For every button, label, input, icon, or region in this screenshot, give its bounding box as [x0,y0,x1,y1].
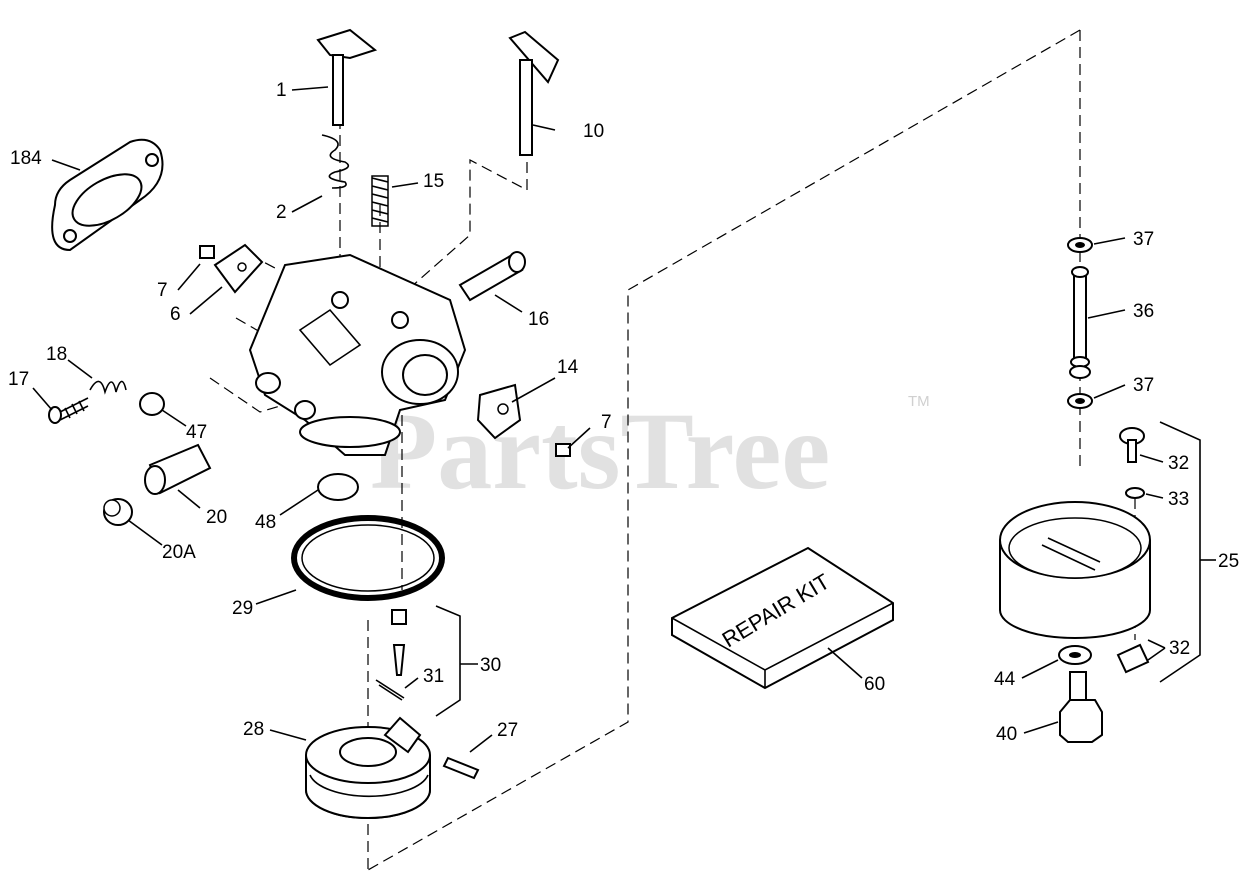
stem-part-36 [1069,266,1091,379]
callout-15: 15 [423,171,444,192]
callout-32-bottom: 32 [1169,638,1190,659]
callout-20A: 20A [162,542,196,563]
gasket-part-184 [51,138,164,252]
throttle-shaft-part-1 [316,28,378,126]
jet-part-20 [144,443,212,495]
callout-184: 184 [10,148,42,169]
plate-part-14 [476,383,522,440]
callout-40: 40 [996,724,1017,745]
screw-part-7-right [555,443,571,457]
callout-7-right: 7 [601,412,612,433]
callout-44: 44 [994,669,1016,690]
callout-37-bottom: 37 [1133,375,1154,396]
spring-part-2 [321,134,350,189]
section-divider-line [367,29,1081,871]
screw-part-7-left [199,245,215,259]
callout-47: 47 [186,422,207,443]
callouts: 1 2 6 7 7 10 14 15 16 17 18 20 20A 25 27… [8,80,1239,745]
callout-28: 28 [243,719,264,740]
cap-part-20A [103,498,133,526]
float-part-28 [305,716,431,819]
pin-part-27 [442,756,480,780]
screw-part-32-bottom [1116,643,1150,674]
callout-20: 20 [206,507,227,528]
needle-valve-part-30 [375,609,407,701]
watermark-trademark: TM [908,393,930,410]
washer-part-37-top [1067,237,1093,253]
float-bowl-part-25 [999,501,1151,639]
carburetor-body [248,253,467,456]
watermark-brand: PartsTree [370,390,830,512]
callout-6: 6 [170,304,181,325]
screw-part-17 [48,397,89,424]
seal-part-48 [317,473,359,501]
nut-part-40 [1059,671,1103,743]
repair-kit-part-60: REPAIR KIT [671,546,894,690]
callout-60: 60 [864,674,885,695]
callout-16: 16 [528,309,549,330]
callout-33: 33 [1168,489,1189,510]
callout-2: 2 [276,202,287,223]
spring-part-18 [89,380,127,395]
callout-27: 27 [497,720,518,741]
watermark: PartsTree TM [370,390,930,512]
callout-37-top: 37 [1133,229,1154,250]
plate-part-6 [213,243,264,294]
callout-18: 18 [46,344,67,365]
callout-17: 17 [8,369,29,390]
callout-48: 48 [255,512,276,533]
callout-30: 30 [480,655,501,676]
choke-shaft-part-10 [508,30,560,156]
leader-lines [32,86,1216,753]
callout-14: 14 [557,357,579,378]
callout-1: 1 [276,80,287,101]
callout-7-left: 7 [157,280,168,301]
callout-36: 36 [1133,301,1154,322]
screw-part-32-top [1119,427,1145,463]
o-ring-part-29 [291,515,445,601]
washer-part-37-bottom [1067,393,1093,409]
callout-31: 31 [423,666,444,687]
callout-29: 29 [232,598,253,619]
callout-32-top: 32 [1168,453,1189,474]
choke-shaft-centerline [401,159,528,296]
plug-part-47 [139,392,165,416]
callout-10: 10 [583,121,604,142]
fitting-part-16 [458,251,526,302]
callout-25: 25 [1218,551,1239,572]
spring-part-15 [371,175,389,227]
washer-part-44 [1058,645,1092,665]
washer-part-33 [1125,487,1145,499]
